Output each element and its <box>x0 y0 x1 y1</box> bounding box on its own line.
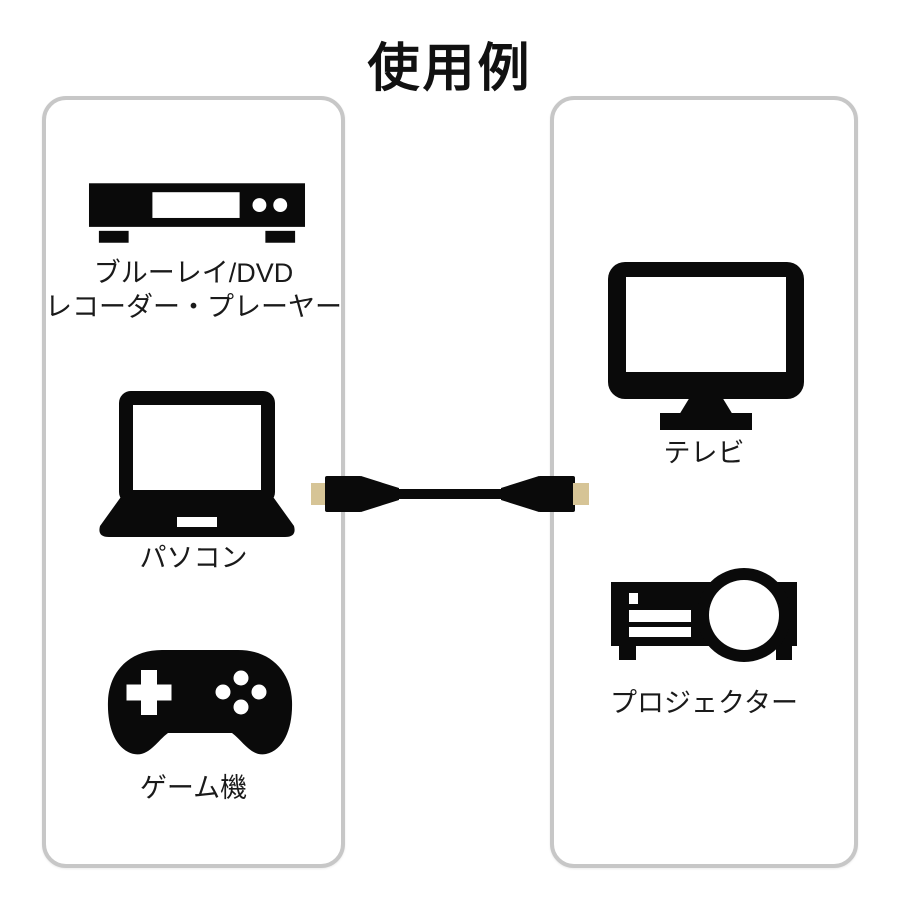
projector-label: プロジェクター <box>548 686 860 720</box>
tv-label-line-1: テレビ <box>663 438 745 468</box>
tv-icon <box>608 262 804 432</box>
laptop-icon <box>97 391 297 541</box>
game-label-line-1: ゲーム機 <box>139 773 248 803</box>
bluray-dvd-player-label: ブルーレイ/DVD レコーダー・プレーヤー <box>40 256 347 324</box>
game-controller-icon <box>107 649 293 763</box>
display-devices-panel <box>550 96 858 868</box>
hdmi-cable-icon <box>311 476 589 512</box>
projector-icon <box>611 566 799 670</box>
projector-label-line-1: プロジェクター <box>610 688 798 718</box>
bluray-label-line-1: ブルーレイ/DVD <box>93 258 294 288</box>
laptop-label-line-1: パソコン <box>139 543 248 573</box>
tv-label: テレビ <box>548 436 860 470</box>
page-title: 使用例 <box>367 40 533 98</box>
bluray-dvd-player-icon <box>88 183 306 245</box>
laptop-label: パソコン <box>40 541 347 575</box>
bluray-label-line-2: レコーダー・プレーヤー <box>45 292 342 322</box>
game-controller-label: ゲーム機 <box>40 771 347 805</box>
